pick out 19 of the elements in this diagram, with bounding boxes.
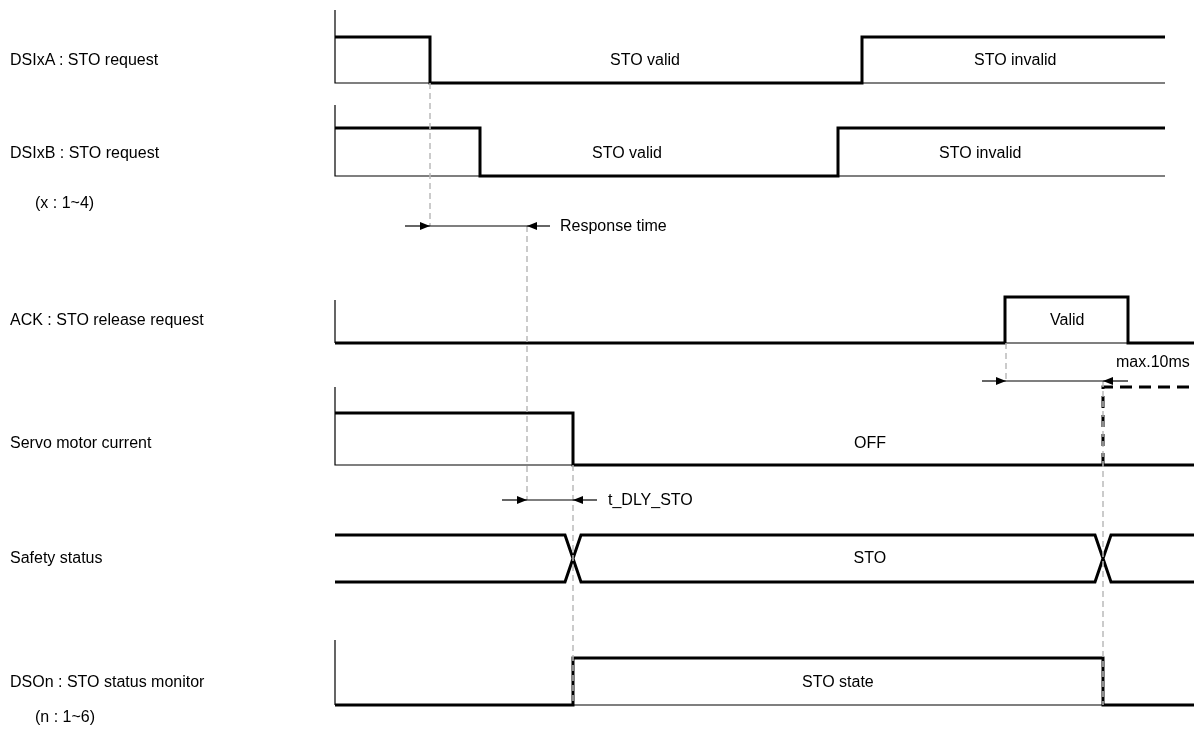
state-label: STO state [802,672,874,692]
dimension-label: Response time [560,216,667,236]
state-label: STO [853,548,887,568]
dimension-label: max.10ms [1116,352,1190,372]
state-label: STO invalid [939,143,1022,163]
signal-name: DSOn : STO status monitor [10,672,205,692]
state-label: STO invalid [974,50,1057,70]
signal-name: ACK : STO release request [10,310,204,330]
state-label: STO valid [592,143,662,163]
state-label: OFF [854,433,886,453]
signal-name: DSIxB : STO request [10,143,160,163]
signal-name: Servo motor current [10,433,152,453]
state-label: STO valid [610,50,680,70]
dimension-label: t_DLY_STO [608,490,693,510]
note-text: (x : 1~4) [35,193,95,213]
signal-name: Safety status [10,548,103,568]
note-text: (n : 1~6) [35,707,96,727]
signal-name: DSIxA : STO request [10,50,159,70]
state-label: Valid [1050,310,1085,330]
